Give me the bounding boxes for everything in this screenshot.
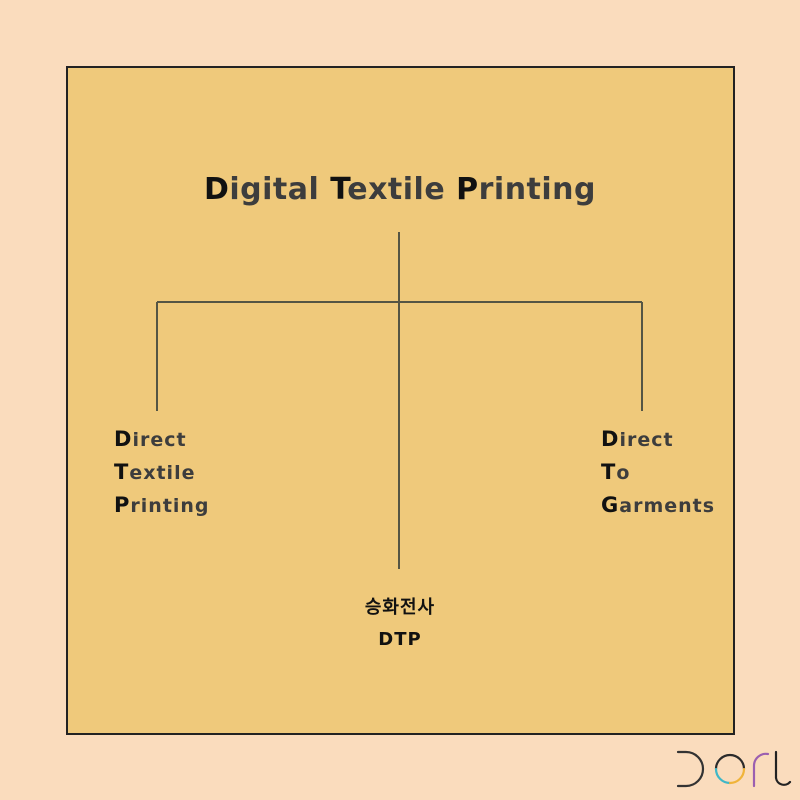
node-line: Garments bbox=[601, 489, 715, 522]
title-initial-1: D bbox=[203, 172, 230, 207]
node-rest: extile bbox=[129, 462, 196, 484]
node-line-korean: 승화전사 bbox=[364, 597, 436, 618]
node-rest: arments bbox=[619, 495, 716, 517]
node-line: Direct bbox=[601, 423, 715, 456]
node-line: Textile bbox=[114, 456, 210, 489]
title-initial-3: P bbox=[456, 172, 479, 207]
node-rest: irect bbox=[132, 429, 187, 451]
dorl-logo-icon bbox=[676, 750, 792, 788]
diagram-title: Digital Textile Printing bbox=[0, 172, 800, 207]
node-initial: D bbox=[601, 427, 620, 451]
node-rest: o bbox=[616, 462, 631, 484]
node-sublimation-dtp: 승화전사 DTP bbox=[300, 592, 500, 656]
diagram-panel bbox=[66, 66, 735, 735]
title-rest-1: igital bbox=[229, 172, 320, 207]
title-rest-3: rinting bbox=[478, 172, 597, 207]
node-initial: P bbox=[114, 493, 131, 517]
title-rest-2: extile bbox=[347, 172, 446, 207]
node-line: Printing bbox=[114, 489, 210, 522]
node-line: To bbox=[601, 456, 715, 489]
node-direct-textile-printing: Direct Textile Printing bbox=[114, 423, 210, 522]
node-direct-to-garments: Direct To Garments bbox=[601, 423, 715, 522]
node-line: Direct bbox=[114, 423, 210, 456]
node-rest: irect bbox=[619, 429, 674, 451]
node-line-dtp: DTP bbox=[378, 629, 422, 650]
node-initial: T bbox=[114, 460, 130, 484]
node-initial: G bbox=[601, 493, 620, 517]
node-initial: D bbox=[114, 427, 133, 451]
node-rest: rinting bbox=[130, 495, 210, 517]
title-initial-2: T bbox=[330, 172, 348, 207]
node-initial: T bbox=[601, 460, 617, 484]
